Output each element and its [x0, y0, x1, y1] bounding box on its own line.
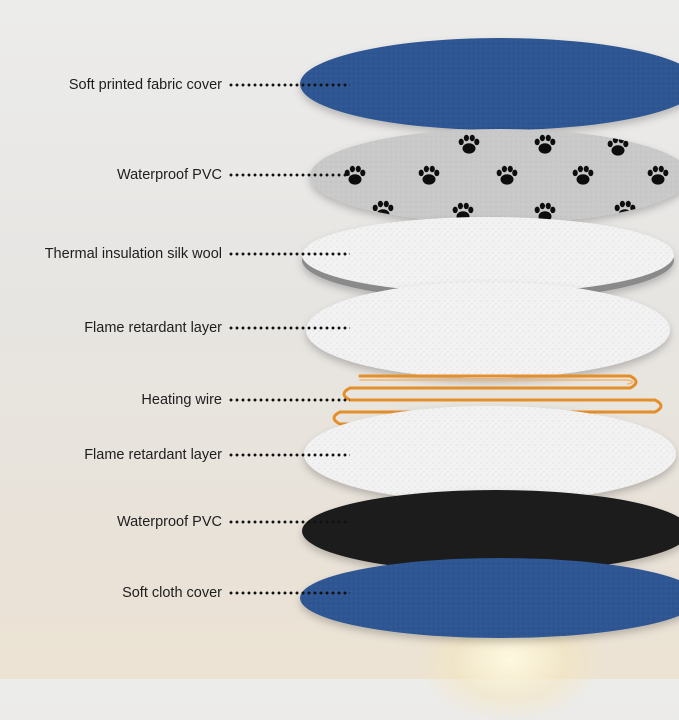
dotted-leader-line — [228, 173, 350, 177]
layer-label-row: Heating wire — [0, 389, 350, 411]
fabric-cover-disc — [300, 38, 679, 130]
black-pvc-disc — [302, 490, 679, 572]
layer-label: Thermal insulation silk wool — [44, 246, 222, 262]
layer-label: Flame retardant layer — [84, 320, 222, 336]
layer-label: Flame retardant layer — [84, 447, 222, 463]
layer-label: Soft printed fabric cover — [68, 77, 222, 93]
dotted-leader-line — [228, 520, 350, 524]
dotted-leader-line — [228, 83, 350, 87]
dotted-leader-line — [228, 252, 350, 256]
paw-pvc-disc — [310, 129, 679, 223]
silk-wool-disc — [302, 217, 674, 300]
dotted-leader-line — [228, 453, 350, 457]
heating-wire-coil — [332, 374, 663, 426]
layer-label: Heating wire — [141, 392, 222, 408]
layer-label-row: Waterproof PVC — [0, 164, 350, 186]
layer-label-row: Thermal insulation silk wool — [0, 243, 350, 265]
cloth-cover-disc — [300, 558, 679, 638]
layer-label-row: Flame retardant layer — [0, 444, 350, 466]
dotted-leader-line — [228, 398, 350, 402]
layer-label: Waterproof PVC — [116, 514, 222, 530]
layer-label: Soft cloth cover — [122, 585, 222, 601]
dotted-leader-line — [228, 591, 350, 595]
flame-retardant-disc-top — [306, 282, 670, 378]
layer-label: Waterproof PVC — [116, 167, 222, 183]
layer-label-row: Soft printed fabric cover — [0, 74, 350, 96]
layer-stack-illustration — [300, 38, 679, 638]
layer-label-row: Waterproof PVC — [0, 511, 350, 533]
layer-label-row: Soft cloth cover — [0, 582, 350, 604]
flame-retardant-disc-bottom — [304, 406, 676, 502]
layer-label-row: Flame retardant layer — [0, 317, 350, 339]
dotted-leader-line — [228, 326, 350, 330]
